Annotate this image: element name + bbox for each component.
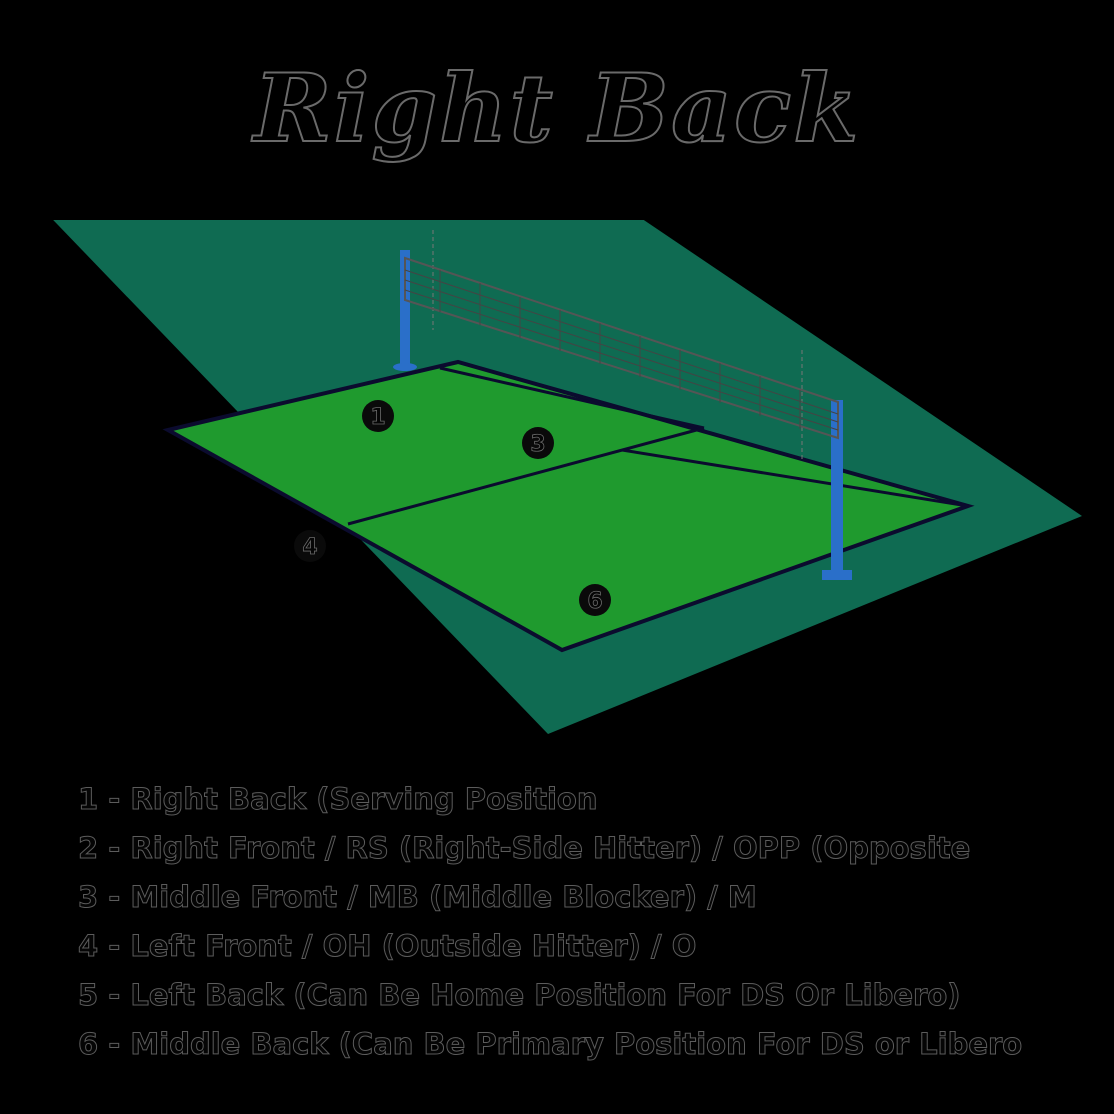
marker-circle-3: [522, 427, 554, 459]
net-post-right-base: [822, 570, 852, 580]
legend-item: 3 - Middle Front / MB (Middle Blocker) /…: [77, 880, 757, 915]
marker-circle-4: [294, 530, 326, 562]
net-post-right: [831, 400, 843, 572]
legend-item: 1 - Right Back (Serving Position: [77, 782, 598, 817]
legend-item: 5 - Left Back (Can Be Home Position For …: [77, 978, 961, 1013]
diagram-title: Right Back: [253, 54, 861, 164]
marker-label-6: 6: [587, 589, 602, 614]
net-post-left: [400, 250, 410, 368]
net-mesh: [404, 269, 839, 431]
court-attack-line-1: [439, 366, 705, 430]
marker-label-3: 3: [530, 432, 545, 457]
court-divider-line: [347, 426, 705, 526]
position-legend: 1 - Right Back (Serving Position 2 - Rig…: [77, 775, 1023, 1069]
net-post-left-base: [393, 363, 417, 371]
court-center-line: [457, 360, 969, 508]
marker-circle-1: [362, 400, 394, 432]
legend-item: 2 - Right Front / RS (Right-Side Hitter)…: [77, 831, 971, 866]
legend-item: 6 - Middle Back (Can Be Primary Position…: [77, 1027, 1023, 1062]
legend-item: 4 - Left Front / OH (Outside Hitter) / O: [77, 929, 697, 964]
net: [404, 256, 839, 440]
marker-label-4: 4: [302, 535, 317, 560]
marker-circle-6: [579, 584, 611, 616]
court-divider-line-2: [621, 448, 969, 508]
volleyball-court-diagram: 1 3 4 6: [0, 220, 1114, 750]
marker-label-1: 1: [370, 405, 385, 430]
